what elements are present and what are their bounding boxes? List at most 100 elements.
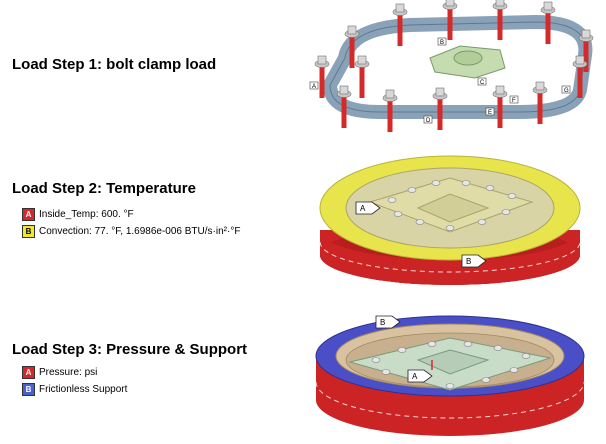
callout-label: E bbox=[488, 110, 492, 116]
bolt-shaft bbox=[387, 98, 393, 132]
load-step-3-title: Load Step 3: Pressure & Support bbox=[12, 341, 248, 358]
callout-label: A bbox=[312, 84, 316, 90]
legend-item-frictionless-support: B Frictionless Support bbox=[22, 383, 127, 396]
callout-label: B bbox=[440, 40, 444, 46]
bolt-cap bbox=[445, 0, 455, 7]
plate-bolt bbox=[485, 185, 495, 191]
callout-b-box bbox=[461, 254, 487, 268]
bolt-cap bbox=[339, 85, 349, 95]
center-recess bbox=[416, 193, 490, 223]
callout-label: C bbox=[480, 80, 485, 86]
bolt-shaft bbox=[583, 38, 589, 72]
bolt-cap bbox=[317, 55, 327, 65]
bolt-shaft bbox=[497, 6, 503, 40]
legend-text: Convection: 77. °F, 1.6986e-006 BTU/s·in… bbox=[39, 226, 241, 237]
bolt-shaft bbox=[349, 34, 355, 68]
pressure-support-figure: B A bbox=[315, 315, 585, 436]
bolt-cap bbox=[495, 85, 505, 95]
plate-bolt bbox=[431, 180, 441, 186]
legend-item-convection: B Convection: 77. °F, 1.6986e-006 BTU/s·… bbox=[22, 225, 240, 238]
callout-label: D bbox=[426, 118, 431, 124]
dashed-edge bbox=[315, 381, 585, 419]
load-step-2-title: Load Step 2: Temperature bbox=[12, 180, 196, 197]
bolt-cap bbox=[347, 25, 357, 35]
plate-bolt bbox=[407, 187, 417, 193]
plate-bolt bbox=[427, 341, 437, 347]
temperature-figure: A B bbox=[319, 155, 581, 285]
plate-bolt bbox=[463, 341, 473, 347]
plate-bolt bbox=[415, 219, 425, 225]
bolt-shaft bbox=[545, 10, 551, 44]
bolt-cap bbox=[395, 3, 405, 13]
plate-bolt bbox=[493, 345, 503, 351]
bolt-cap bbox=[581, 29, 591, 39]
dashed-edge bbox=[319, 241, 581, 273]
bolt-shaft bbox=[497, 94, 503, 128]
legend-tag-a: A bbox=[22, 366, 35, 379]
plate-bolt bbox=[509, 367, 519, 373]
callout-box bbox=[561, 85, 571, 94]
bolt-cap bbox=[543, 1, 553, 11]
plate-bolt bbox=[393, 211, 403, 217]
legend-tag-a: A bbox=[22, 208, 35, 221]
callout-label: G bbox=[564, 88, 569, 94]
step1-callouts: A B C D E F G bbox=[309, 37, 571, 124]
bolt-shaft bbox=[341, 94, 347, 128]
legend-tag-b: B bbox=[22, 225, 35, 238]
legend-tag-b: B bbox=[22, 383, 35, 396]
callout-label: B bbox=[466, 257, 471, 266]
plate-bolt bbox=[481, 377, 491, 383]
center-boss bbox=[453, 50, 483, 66]
plate-bolt bbox=[387, 197, 397, 203]
callout-box bbox=[509, 95, 519, 104]
load-step-1-title: Load Step 1: bolt clamp load bbox=[12, 56, 217, 73]
bolt-shaft bbox=[577, 64, 583, 98]
callout-box bbox=[477, 77, 487, 86]
bolt-cap bbox=[575, 55, 585, 65]
plate-bolt bbox=[445, 225, 455, 231]
callout-box bbox=[437, 37, 447, 46]
legend-text: Pressure: psi bbox=[39, 367, 98, 378]
plate-bolt bbox=[461, 180, 471, 186]
bolt-shaft bbox=[397, 12, 403, 46]
center-recess bbox=[416, 349, 490, 375]
plate-bolt bbox=[521, 353, 531, 359]
legend-text: Inside_Temp: 600. °F bbox=[39, 209, 134, 220]
legend-text: Frictionless Support bbox=[39, 384, 128, 395]
outer-wall-front bbox=[320, 230, 580, 285]
bolt-shaft bbox=[359, 64, 365, 98]
callout-label: F bbox=[512, 98, 516, 104]
bolt-shaft bbox=[537, 90, 543, 124]
plate-bolt bbox=[445, 383, 455, 389]
bolt-cap bbox=[357, 55, 367, 65]
bolt-cap bbox=[435, 87, 445, 97]
bolt-cap bbox=[495, 0, 505, 7]
step2-callouts: A B bbox=[355, 201, 487, 268]
plate-bolt bbox=[477, 219, 487, 225]
callout-b-box bbox=[375, 315, 401, 329]
bolt-shaft bbox=[319, 64, 325, 98]
bolt-shaft bbox=[447, 6, 453, 40]
callout-a-box bbox=[355, 201, 381, 215]
bolt-clamp-figure: A B C D E F G bbox=[309, 0, 594, 132]
callout-box bbox=[485, 107, 495, 116]
legend-item-pressure: A Pressure: psi bbox=[22, 366, 97, 379]
bolt-cap bbox=[385, 89, 395, 99]
callout-label: A bbox=[412, 372, 418, 381]
plate-bolt bbox=[371, 357, 381, 363]
callout-label: A bbox=[360, 204, 366, 213]
callout-box bbox=[423, 115, 433, 124]
plate-bolt bbox=[501, 209, 511, 215]
bolt-cap bbox=[535, 81, 545, 91]
bolt-group bbox=[314, 0, 594, 132]
plate-bolt bbox=[507, 193, 517, 199]
step3-callouts: B A bbox=[375, 315, 433, 383]
bolt-shaft bbox=[437, 96, 443, 130]
plate-bolt-group bbox=[371, 341, 531, 389]
legend-item-inside-temp: A Inside_Temp: 600. °F bbox=[22, 208, 134, 221]
plate-bolt bbox=[381, 369, 391, 375]
plate-bolt bbox=[397, 347, 407, 353]
callout-label: B bbox=[380, 318, 385, 327]
plate-bolt-group bbox=[387, 180, 517, 231]
callout-a-box bbox=[407, 369, 433, 383]
